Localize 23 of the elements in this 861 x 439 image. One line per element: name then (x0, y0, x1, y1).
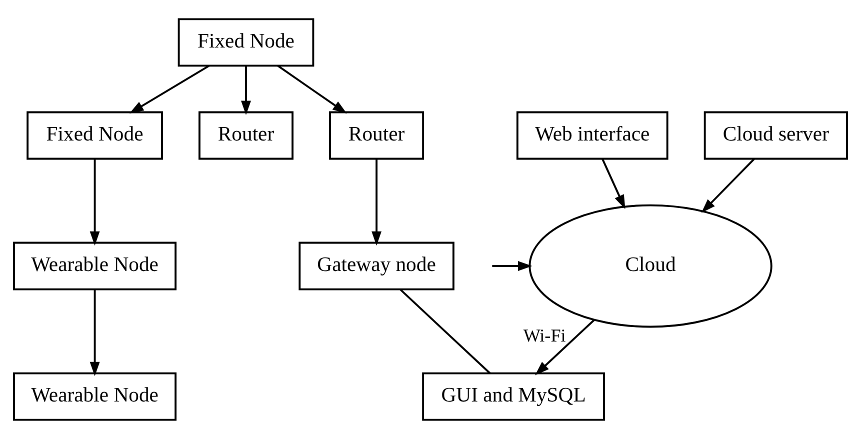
node-box: Cloud server (704, 111, 848, 160)
node-box: GUI and MySQL (422, 372, 605, 421)
edge-label: Wi-Fi (523, 325, 566, 346)
arrow (492, 261, 532, 272)
node-box: Gateway node (298, 242, 454, 290)
node-box: Router (198, 111, 294, 160)
arrow (277, 65, 347, 114)
arrow (602, 158, 626, 210)
node-ellipse: Cloud (528, 204, 772, 328)
node-box: Fixed Node (26, 111, 163, 160)
arrow (90, 290, 100, 376)
node-box: Router (329, 111, 424, 160)
node-box: Fixed Node (178, 18, 314, 67)
arrow (372, 159, 382, 246)
arrow (241, 66, 251, 116)
node-box: Web interface (516, 111, 668, 160)
arrow (701, 158, 755, 213)
node-box: Wearable Node (13, 372, 177, 421)
arrow (129, 65, 210, 114)
connector (400, 288, 491, 374)
arrow (535, 319, 595, 376)
arrow (90, 159, 100, 246)
node-box: Wearable Node (13, 242, 177, 290)
